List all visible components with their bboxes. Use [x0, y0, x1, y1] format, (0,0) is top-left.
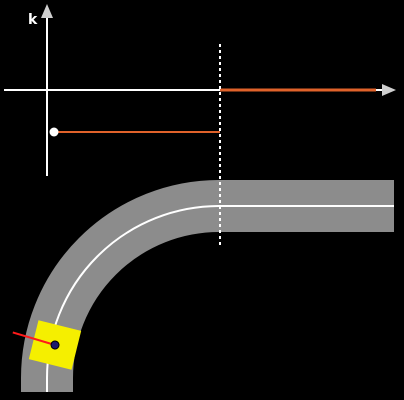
road-end-cap: [394, 178, 404, 234]
x-axis-arrowhead: [382, 84, 396, 96]
y-axis-arrowhead: [41, 4, 53, 18]
current-curvature-marker: [49, 127, 59, 137]
heading-indicator: [12, 331, 56, 346]
curvature-plot: k: [4, 4, 396, 176]
vehicle: [12, 320, 82, 370]
vehicle-center: [50, 340, 60, 350]
y-axis-label: k: [28, 12, 38, 28]
